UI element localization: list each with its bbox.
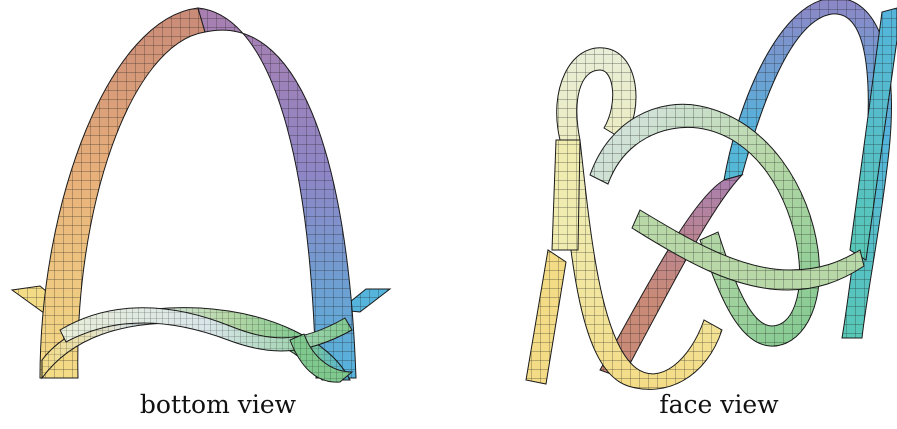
loop-yellow bbox=[556, 47, 723, 390]
crossing-ribbon bbox=[631, 209, 865, 291]
right-tab bbox=[338, 288, 392, 313]
tail-left bbox=[525, 139, 581, 385]
strand-salmon bbox=[599, 174, 744, 379]
caption-bottom-view: bottom view bbox=[139, 390, 297, 419]
base-curl-right bbox=[289, 333, 354, 383]
arch-right bbox=[197, 7, 357, 379]
bottom-view-ribbon bbox=[10, 7, 392, 383]
base-ribbon-upper bbox=[59, 307, 353, 352]
caption-face-view: face view bbox=[659, 390, 779, 419]
face-view-ribbon bbox=[525, 0, 897, 390]
loop-purple-cyan bbox=[723, 0, 892, 339]
tail-right bbox=[849, 7, 897, 261]
